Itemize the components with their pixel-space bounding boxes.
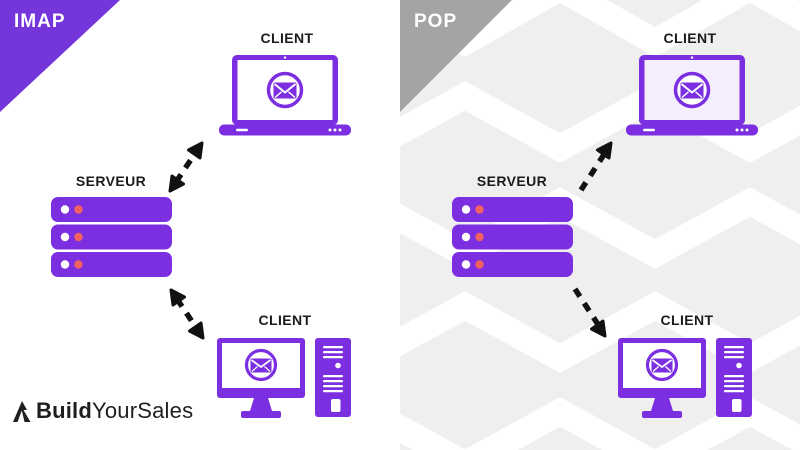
imap-server-label: SERVEUR (75, 173, 147, 189)
server-rack-icon (51, 197, 172, 277)
pop-server-label: SERVEUR (476, 173, 548, 189)
desktop-computer-icon (618, 338, 752, 418)
double-headed-dashed-arrow-icon (168, 141, 204, 193)
mountain-logo-icon (13, 400, 31, 422)
envelope-icon (244, 348, 278, 382)
logo-bold-part: Build (36, 398, 92, 423)
desktop-computer-icon (217, 338, 351, 418)
imap-client-top-label: CLIENT (260, 30, 314, 46)
imap-badge-label: IMAP (14, 11, 66, 32)
dashed-arrow-icon (578, 141, 613, 192)
logo-regular-part: YourSales (92, 398, 194, 423)
imap-client-bottom-label: CLIENT (258, 312, 312, 328)
server-rack-icon (452, 197, 573, 277)
build-your-sales-logo: BuildYourSales (13, 398, 193, 424)
imap-corner-badge: IMAP (0, 0, 120, 112)
pop-client-top-label: CLIENT (663, 30, 717, 46)
logo-text: BuildYourSales (36, 398, 193, 424)
envelope-icon (645, 348, 679, 382)
envelope-icon (266, 71, 304, 109)
laptop-icon (219, 55, 351, 136)
dashed-arrow-icon (572, 287, 607, 338)
pop-badge-label: POP (414, 11, 458, 32)
pop-client-bottom-label: CLIENT (660, 312, 714, 328)
double-headed-dashed-arrow-icon (169, 288, 205, 340)
envelope-icon (673, 71, 711, 109)
laptop-icon (626, 55, 758, 136)
